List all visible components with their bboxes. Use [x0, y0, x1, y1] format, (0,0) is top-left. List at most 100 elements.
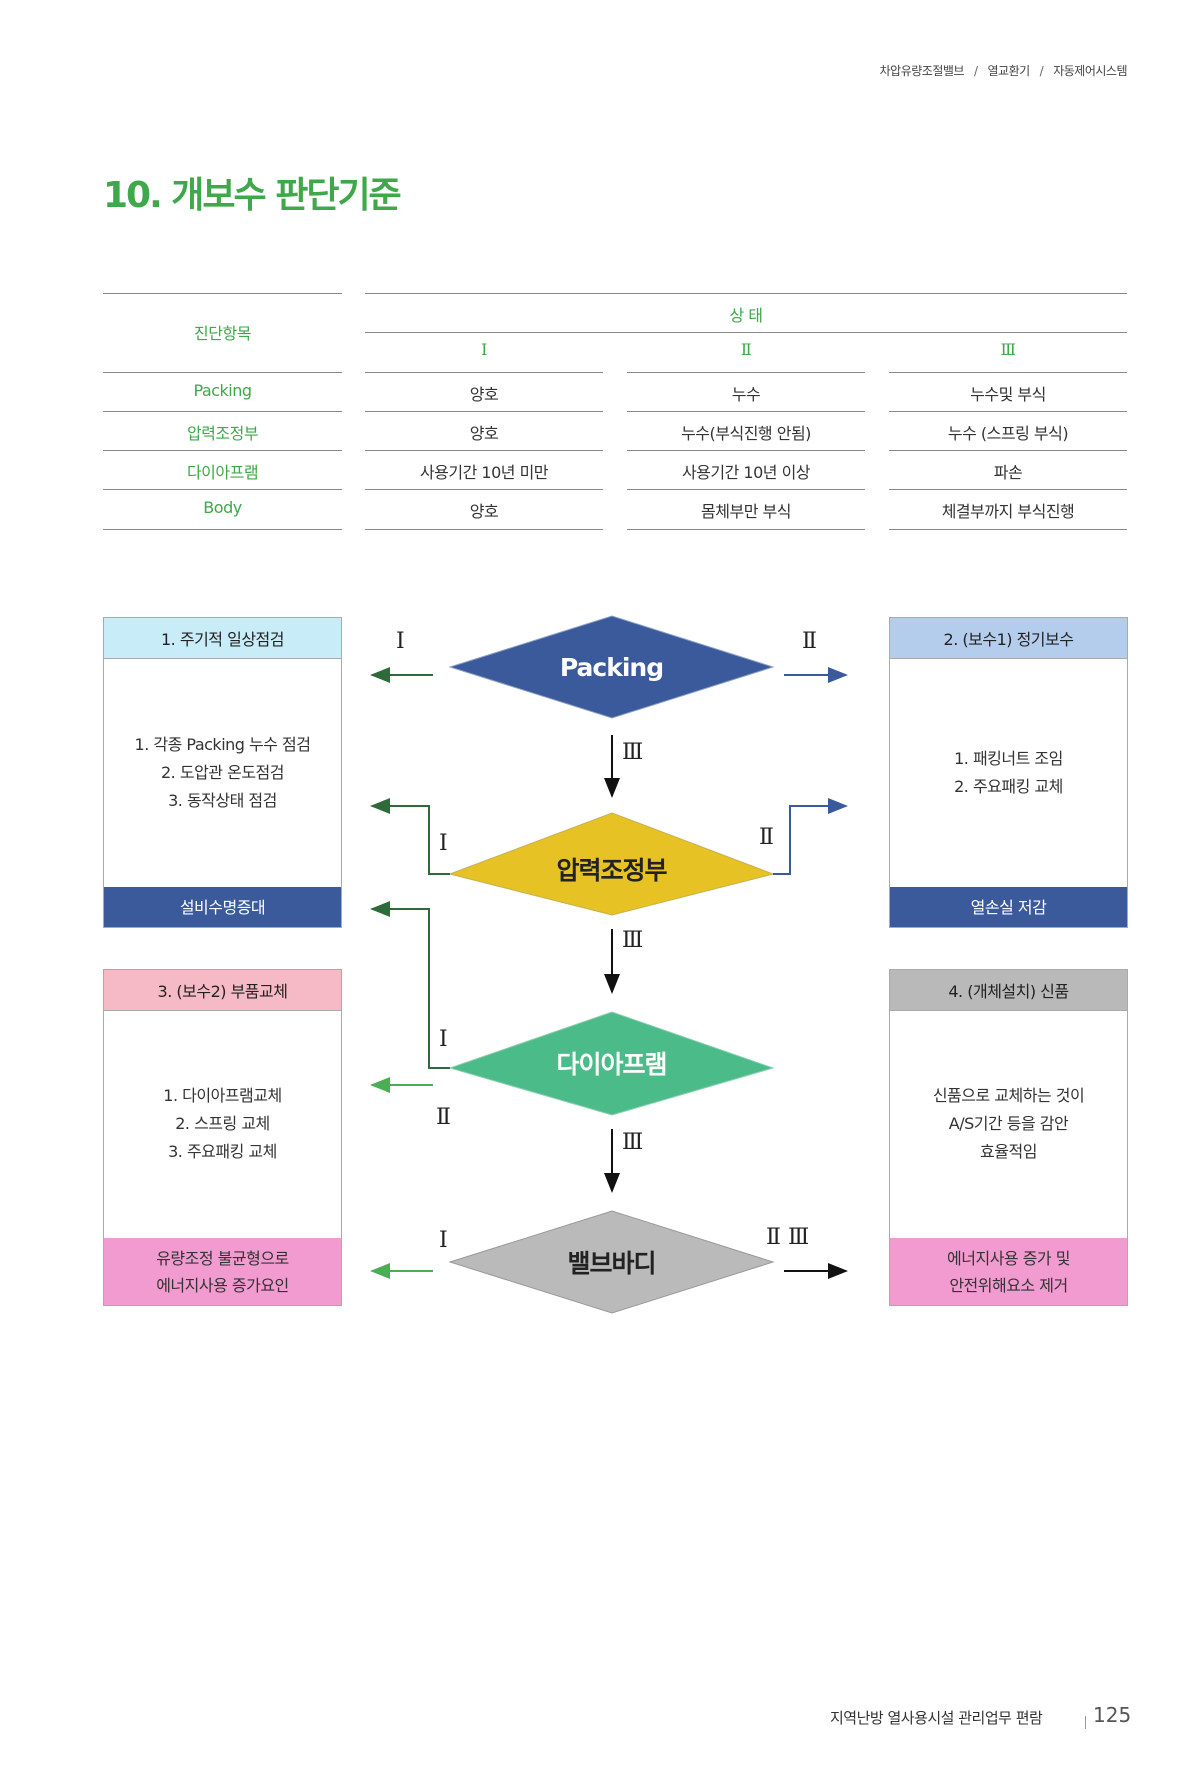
table-cell: 양호	[469, 502, 499, 521]
col-header-status: 상 태	[729, 306, 763, 325]
page-title: 10. 개보수 판단기준	[103, 175, 402, 216]
arrow-pressure-I	[370, 798, 450, 875]
level-header-3: Ⅲ	[1000, 340, 1016, 359]
divider	[365, 332, 1127, 333]
box-footer-line: 에너지사용 증가 및	[947, 1248, 1070, 1268]
breadcrumb: 차압유량조절밸브/열교환기/자동제어시스템	[879, 62, 1128, 79]
divider	[365, 489, 603, 490]
box-body-line: 2. 스프링 교체	[175, 1114, 270, 1133]
flow-label-I: Ⅰ	[396, 629, 405, 654]
flow-label-I: Ⅰ	[439, 1027, 448, 1052]
box-footer-line: 안전위해요소 제거	[949, 1275, 1068, 1295]
box-footer: 설비수명증대	[104, 887, 341, 927]
routine-inspection-box: 1. 주기적 일상점검 1. 각종 Packing 누수 점검 2. 도압관 온도점…	[103, 617, 342, 928]
table-cell: 사용기간 10년 미만	[419, 463, 549, 482]
divider	[365, 411, 603, 412]
diamond-valve-body	[448, 1210, 775, 1314]
diamond-label-valve-body: 밸브바디	[567, 1249, 656, 1278]
box-body-line: 3. 주요패킹 교체	[168, 1142, 277, 1161]
divider	[103, 529, 342, 530]
page-number: 125	[1093, 1703, 1132, 1727]
divider	[627, 372, 865, 373]
divider	[103, 372, 342, 373]
row-item: Body	[203, 498, 242, 517]
diamond-label-diaphragm: 다이아프램	[556, 1050, 667, 1079]
box-title: 3. (보수2) 부품교체	[104, 970, 341, 1011]
flow-label-III: Ⅲ	[622, 1130, 644, 1155]
divider	[889, 372, 1127, 373]
box-title: 4. (개체설치) 신품	[890, 970, 1127, 1011]
box-footer-line: 유량조정 불균형으로	[156, 1248, 289, 1268]
divider	[365, 450, 603, 451]
box-footer: 열손실 저감	[890, 887, 1127, 927]
breadcrumb-item: 차압유량조절밸브	[879, 64, 965, 78]
divider	[103, 450, 342, 451]
parts-replacement-box: 3. (보수2) 부품교체 1. 다이아프램교체 2. 스프링 교체 3. 주요패킹 …	[103, 969, 342, 1306]
level-header-1: Ⅰ	[481, 340, 487, 359]
box-body-line: 3. 동작상태 점검	[168, 790, 277, 810]
table-cell: 누수 (스프링 부식)	[947, 424, 1069, 443]
arrow-pressure-II	[773, 798, 848, 875]
divider	[627, 529, 865, 530]
flow-label-II: Ⅱ	[759, 825, 774, 850]
box-body-line: 효율적임	[980, 1142, 1037, 1161]
footer-text: 지역난방 열사용시설 관리업무 편람	[830, 1709, 1043, 1727]
breadcrumb-item: 열교환기	[987, 64, 1031, 78]
box-body: 1. 다이아프램교체 2. 스프링 교체 3. 주요패킹 교체	[104, 1010, 341, 1238]
box-body: 1. 패킹너트 조임 2. 주요패킹 교체	[890, 658, 1127, 887]
divider	[365, 529, 603, 530]
box-title: 1. 주기적 일상점검	[104, 618, 341, 659]
box-body-line: 1. 패킹너트 조임	[954, 748, 1063, 768]
box-body-line: 2. 주요패킹 교체	[954, 776, 1063, 796]
table-cell: 누수	[731, 385, 761, 404]
divider	[627, 489, 865, 490]
row-item: 압력조정부	[186, 424, 259, 443]
divider	[1085, 1716, 1086, 1729]
col-header-item: 진단항목	[194, 324, 251, 343]
table-cell: 파손	[993, 463, 1023, 482]
diamond-label-packing: Packing	[559, 652, 664, 682]
breadcrumb-separator: /	[1039, 64, 1044, 78]
divider	[889, 489, 1127, 490]
row-item: Packing	[193, 381, 252, 400]
flow-label-II: Ⅱ	[802, 629, 817, 654]
divider	[889, 529, 1127, 530]
diamond-label-pressure-regulator: 압력조정부	[556, 856, 667, 885]
box-footer-line: 설비수명증대	[179, 897, 266, 917]
breadcrumb-separator: /	[973, 64, 978, 78]
box-body-line: 1. 다이아프램교체	[163, 1086, 282, 1105]
box-body-line: 2. 도압관 온도점검	[161, 762, 284, 782]
table-cell: 양호	[469, 424, 499, 443]
flow-label-III: Ⅲ	[622, 928, 644, 953]
divider	[103, 411, 342, 412]
flow-label-I: Ⅰ	[439, 1228, 448, 1253]
table-cell: 누수(부식진행 안됨)	[681, 424, 811, 443]
box-title: 2. (보수1) 정기보수	[890, 618, 1127, 659]
diamond-packing	[448, 615, 775, 719]
divider	[627, 450, 865, 451]
table-cell: 누수및 부식	[970, 385, 1046, 404]
flow-label-III: Ⅲ	[622, 740, 644, 765]
box-body-line: 1. 각종 Packing 누수 점검	[134, 734, 311, 754]
divider	[889, 411, 1127, 412]
box-footer-line: 열손실 저감	[970, 897, 1047, 917]
box-body-line: A/S기간 등을 감안	[948, 1114, 1069, 1133]
box-footer-line: 에너지사용 증가요인	[156, 1275, 289, 1295]
diamond-diaphragm	[448, 1011, 775, 1116]
level-header-2: Ⅱ	[740, 340, 752, 359]
divider	[889, 450, 1127, 451]
divider	[627, 411, 865, 412]
divider	[365, 293, 1127, 294]
flow-label-II-III: Ⅱ Ⅲ	[766, 1225, 810, 1250]
table-cell: 체결부까지 부식진행	[941, 502, 1075, 521]
box-body-line: 신품으로 교체하는 것이	[932, 1086, 1085, 1105]
box-body: 1. 각종 Packing 누수 점검 2. 도압관 온도점검 3. 동작상태 점검	[104, 658, 341, 887]
arrow-diaphragm-I	[370, 901, 450, 1069]
table-cell: 양호	[469, 385, 499, 404]
row-item: 다이아프램	[186, 463, 259, 482]
